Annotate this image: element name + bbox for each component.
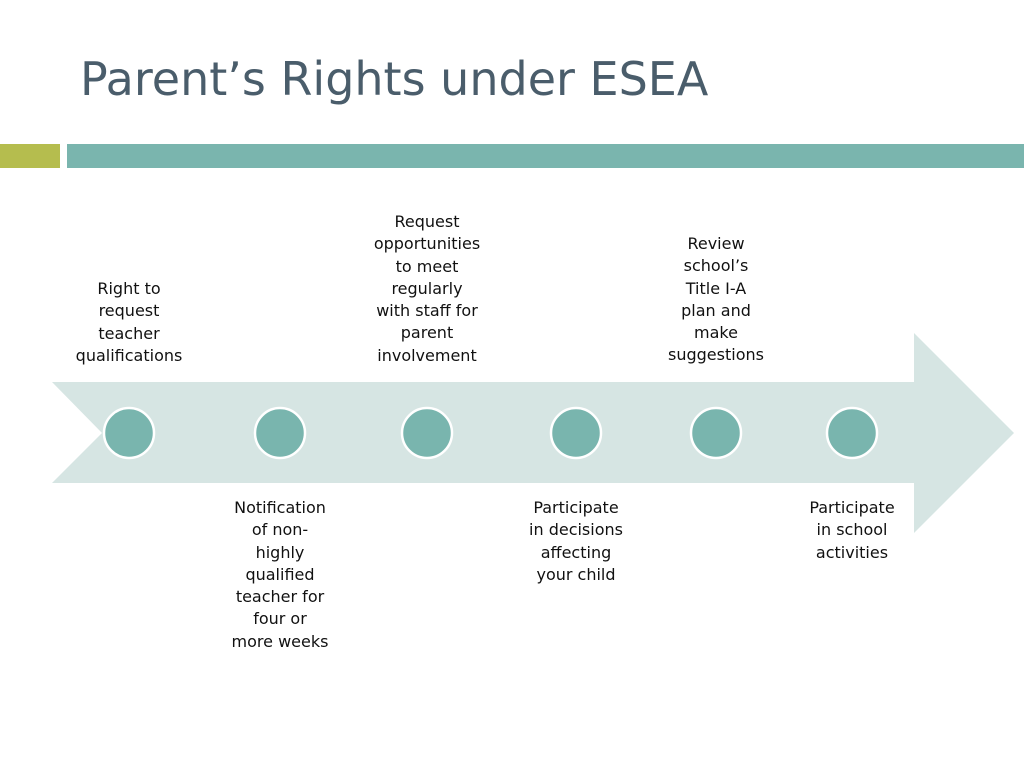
header-bar — [67, 144, 1024, 168]
slide-title: Parent’s Rights under ESEA — [80, 52, 709, 106]
timeline-node-2 — [253, 406, 307, 460]
timeline-arrow — [52, 333, 1014, 533]
timeline-node-3 — [400, 406, 454, 460]
timeline-node-6 — [825, 406, 879, 460]
accent-bar — [0, 144, 60, 168]
timeline-node-1 — [102, 406, 156, 460]
timeline-node-4 — [549, 406, 603, 460]
timeline-node-5 — [689, 406, 743, 460]
